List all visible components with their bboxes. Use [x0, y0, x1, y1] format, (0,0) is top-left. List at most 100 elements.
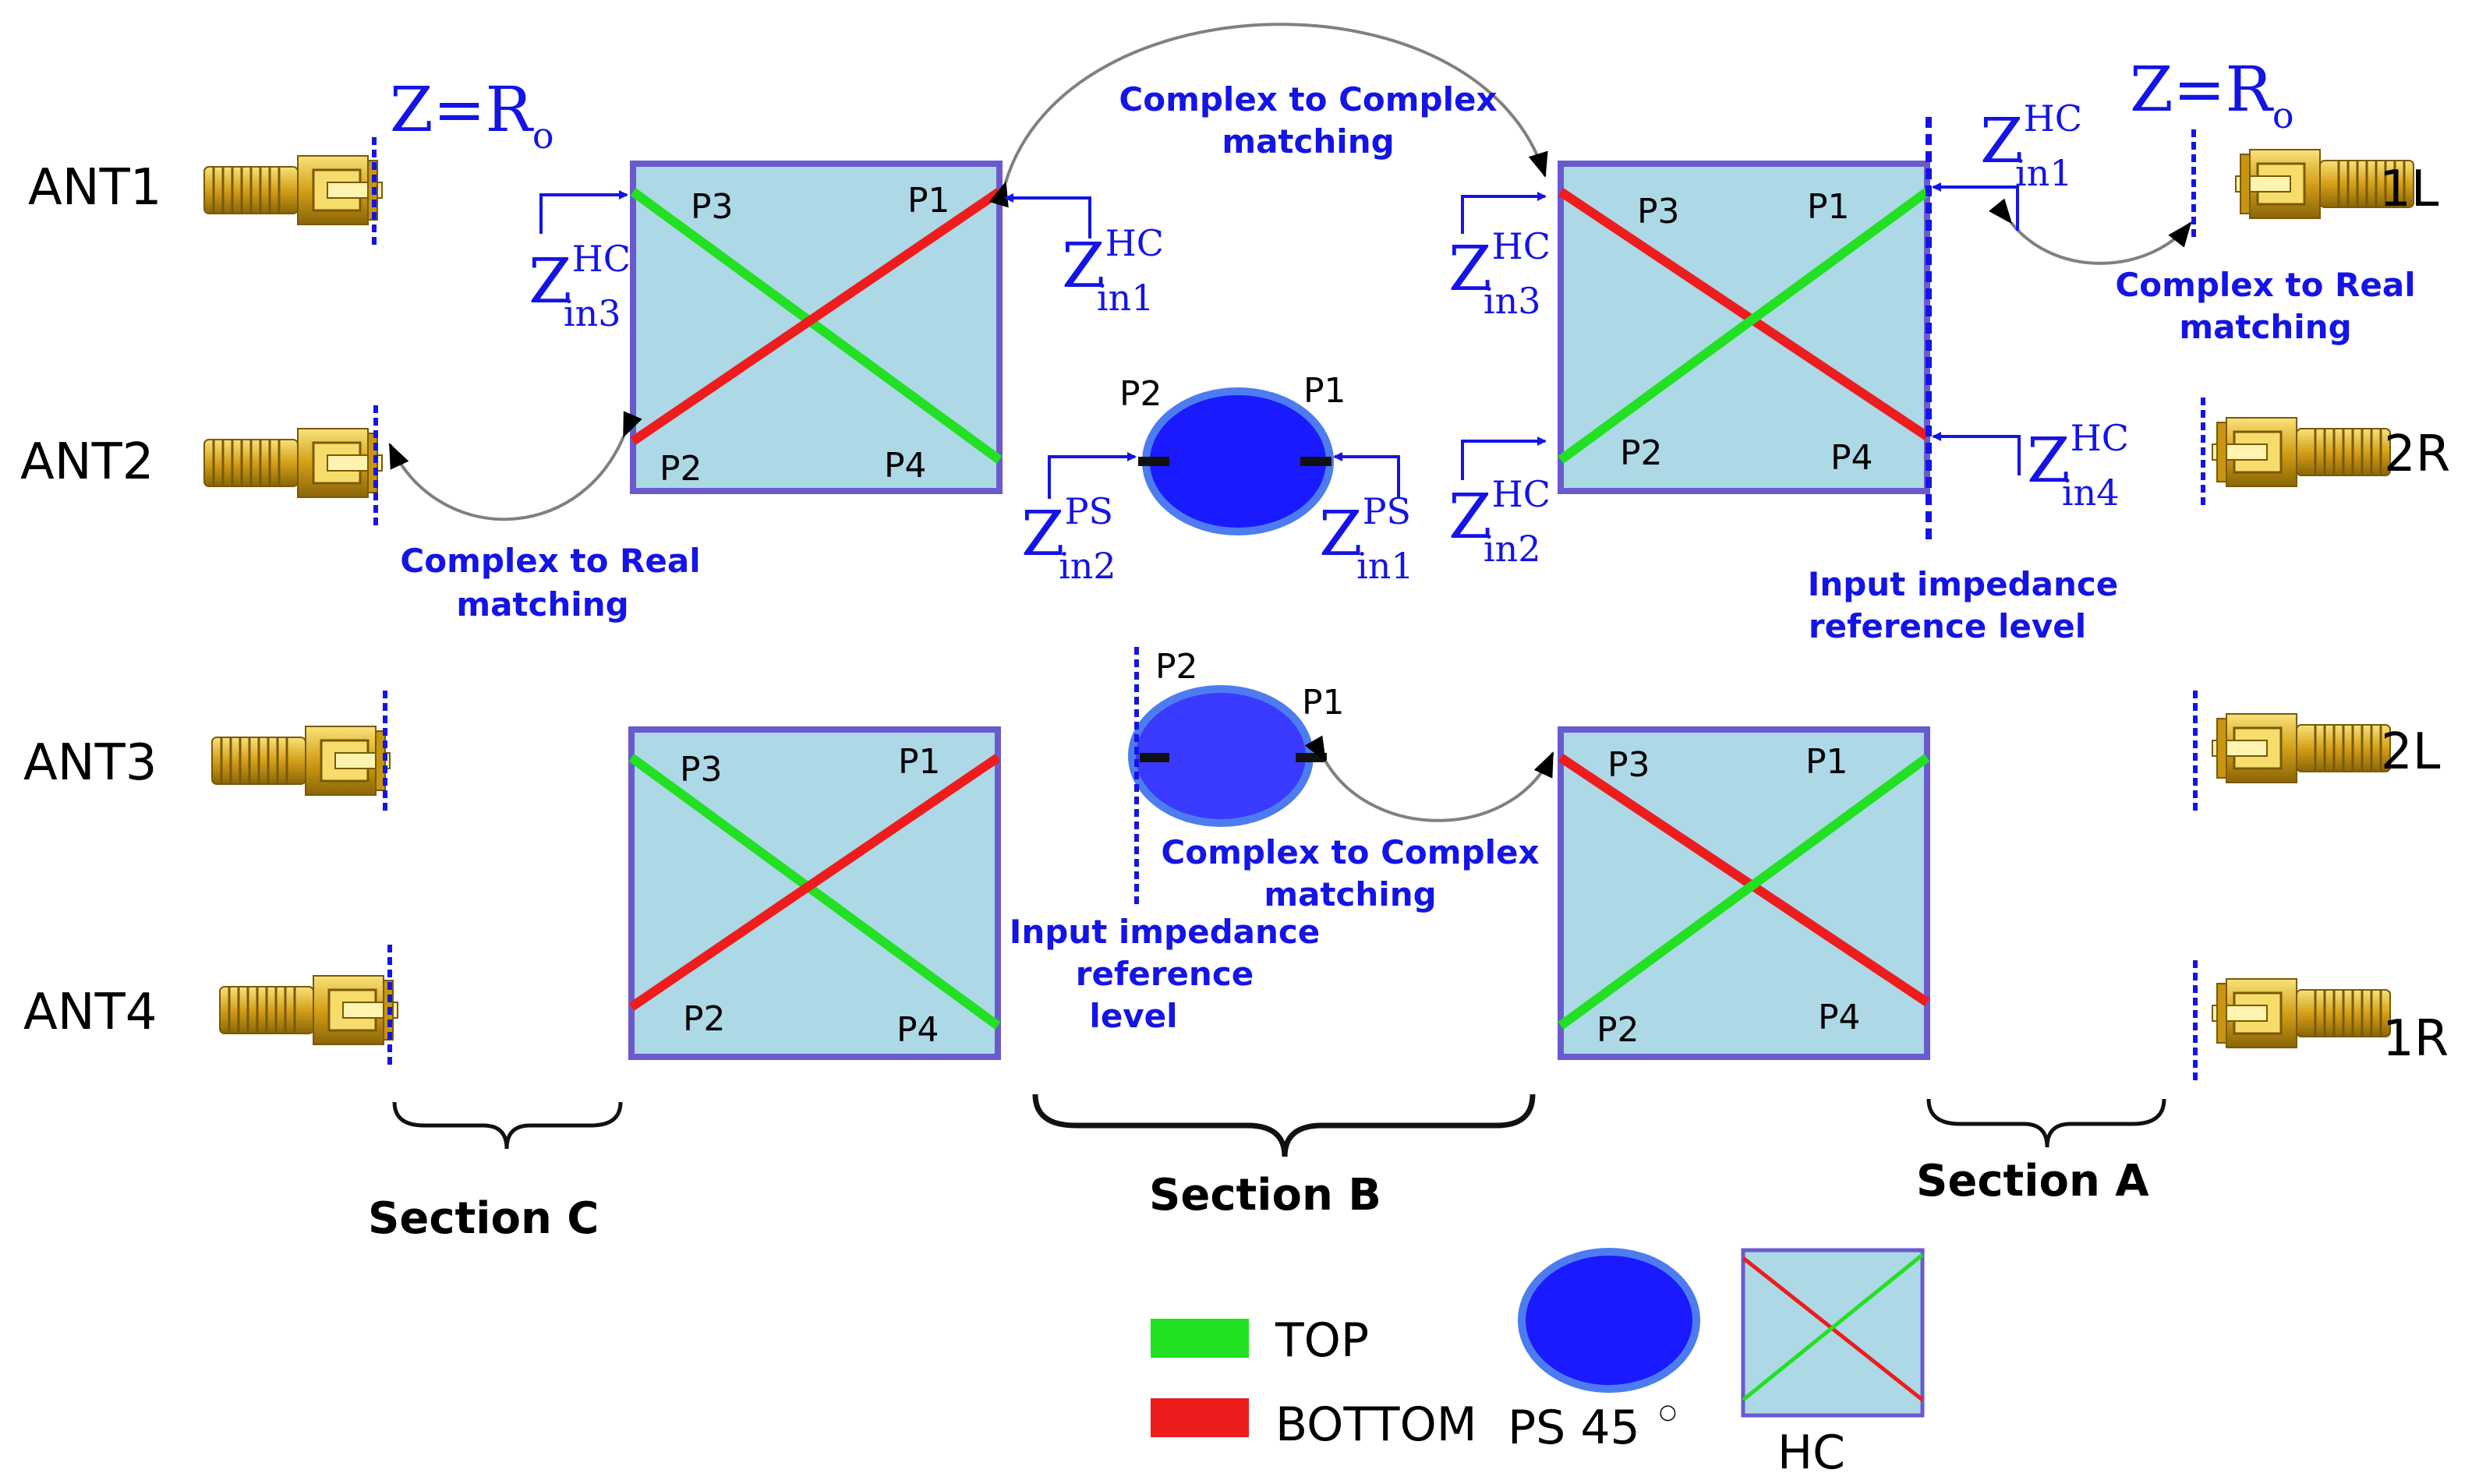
port-label: P3 — [1607, 745, 1650, 785]
phase-shifter-top: P2 P1 — [1119, 371, 1346, 535]
port-label: P4 — [1818, 998, 1861, 1037]
legend-ps-label: PS 45 — [1508, 1401, 1640, 1455]
legend: TOP BOTTOM PS 45 ○ HC — [1151, 1248, 1925, 1480]
arrow-icon — [1932, 432, 2021, 475]
output-label: 2L — [2381, 723, 2441, 781]
arrow-icon — [1988, 198, 2192, 265]
antenna-label: ANT1 — [28, 159, 161, 217]
port-label: P4 — [896, 1010, 939, 1050]
hybrid-coupler-section-c-bottom: P3 P1 P2 P4 — [631, 730, 998, 1057]
annotation-text: matching — [2179, 308, 2351, 346]
phase-shifter-bottom: P2 P1 — [1128, 647, 1345, 904]
annotation-text: level — [1089, 997, 1177, 1035]
annotation-text: reference level — [1809, 607, 2086, 645]
impedance-indicators — [539, 182, 2021, 499]
antenna-label: ANT4 — [23, 984, 157, 1041]
termination-impedance-right: Z=Ro — [2130, 53, 2294, 136]
legend-bottom-swatch — [1151, 1398, 1249, 1437]
port-label: P1 — [1303, 371, 1346, 411]
sma-connector-icon — [2211, 977, 2392, 1049]
legend-hc-label: HC — [1777, 1426, 1845, 1480]
port-label: P3 — [691, 187, 734, 227]
section-label: Section C — [368, 1193, 599, 1244]
annotation-text: matching — [456, 585, 628, 624]
port-label: P1 — [907, 181, 950, 221]
termination-impedance-left: Z=Ro — [390, 73, 554, 157]
legend-bottom-label: BOTTOM — [1275, 1397, 1477, 1452]
port-label: P3 — [680, 750, 723, 790]
arrow-icon — [1461, 436, 1547, 480]
output-label: 1L — [2379, 161, 2439, 218]
port-label: P1 — [1805, 742, 1848, 782]
annotation-text: Complex to Complex — [1119, 80, 1497, 118]
port-label: P2 — [683, 999, 726, 1039]
legend-top-swatch — [1151, 1319, 1249, 1358]
section-label: Section A — [1916, 1156, 2149, 1207]
arrow-icon — [388, 411, 642, 521]
brace-icon — [1926, 1098, 2166, 1148]
sma-connector-icon — [203, 427, 384, 499]
antenna-label: ANT2 — [20, 433, 154, 491]
port-label: P2 — [660, 449, 702, 489]
output-connectors: 1L 2R 2L 1R — [2191, 129, 2450, 1083]
section-braces — [392, 1094, 2166, 1157]
sma-connector-icon — [210, 725, 391, 797]
annotation-text: Complex to Complex — [1161, 833, 1539, 871]
port-label: P4 — [1830, 438, 1873, 478]
hybrid-coupler-section-a-bottom: P3 P1 P2 P4 — [1561, 730, 1927, 1057]
degree-symbol: ○ — [1659, 1401, 1677, 1424]
arrow-icon — [1333, 452, 1400, 499]
port-label: P2 — [1620, 433, 1663, 473]
svg-text:Z=Ro: Z=Ro — [390, 73, 554, 157]
sma-connector-icon — [218, 974, 399, 1046]
port-label: P1 — [1302, 683, 1345, 723]
arrow-icon — [1304, 735, 1554, 822]
sma-connector-icon — [2211, 416, 2392, 488]
sma-connector-icon — [2211, 712, 2392, 784]
port-label: P2 — [1155, 647, 1198, 687]
antenna-label: ANT3 — [23, 734, 157, 792]
annotation-text: matching — [1264, 875, 1436, 913]
svg-text:Z=Ro: Z=Ro — [2130, 53, 2294, 136]
annotations: Complex to Complex matching Complex to R… — [400, 80, 2415, 1035]
arrow-icon — [1932, 182, 2019, 231]
sma-connector-icon — [203, 154, 384, 226]
port-label: P2 — [1597, 1010, 1639, 1050]
port-label: P4 — [884, 446, 927, 486]
annotation-text: matching — [1222, 122, 1394, 161]
annotation-text: Complex to Real — [2115, 266, 2415, 304]
matching-arrows — [388, 23, 2192, 822]
annotation-text: reference — [1076, 955, 1254, 993]
hybrid-coupler-section-a-top: P3 P1 P2 P4 — [1561, 164, 1927, 491]
output-label: 1R — [2382, 1010, 2449, 1068]
port-label: P2 — [1119, 374, 1162, 414]
port-label: P3 — [1637, 192, 1680, 231]
arrow-icon — [1461, 192, 1547, 234]
legend-top-label: TOP — [1275, 1313, 1369, 1368]
port-label: P1 — [1807, 187, 1850, 227]
port-label: P1 — [898, 742, 941, 782]
annotation-text: Input impedance — [1808, 565, 2119, 603]
brace-icon — [392, 1101, 623, 1150]
antenna-connectors: ANT1 ANT2 ANT3 ANT4 — [20, 137, 399, 1065]
annotation-text: Complex to Real — [400, 542, 700, 580]
output-label: 2R — [2384, 426, 2450, 483]
annotation-text: Input impedance — [1010, 913, 1321, 951]
arrow-icon — [539, 190, 628, 234]
legend-phase-shifter-icon — [1518, 1248, 1700, 1393]
arrow-icon — [1048, 452, 1137, 499]
arrow-icon — [1004, 193, 1091, 238]
arrow-icon — [988, 23, 1548, 208]
section-label: Section B — [1149, 1170, 1381, 1221]
hybrid-coupler-section-c-top: P3 P1 P2 P4 — [633, 164, 999, 491]
